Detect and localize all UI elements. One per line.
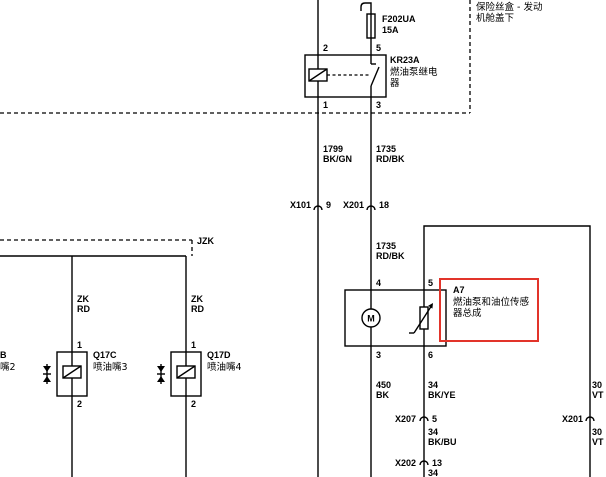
- injector-q17d-id: Q17D: [207, 350, 231, 360]
- injector-q17c-id: Q17C: [93, 350, 117, 360]
- relay-name-line2: 器: [390, 78, 400, 89]
- q17d-arrow-up: [157, 376, 165, 382]
- a7-pin-motor-bottom: 3: [376, 350, 381, 360]
- injector-q17c-pin-bottom: 2: [77, 399, 82, 409]
- fuse-id: F202UA: [382, 14, 416, 24]
- wire-a7-pin6-a-color: BK/YE: [428, 390, 456, 400]
- connector-x207-id: X207: [395, 414, 416, 424]
- relay-output-wires: 1799 BK/GN 1735 RD/BK X101 9 X201 18 173…: [290, 97, 405, 477]
- motor-label: M: [367, 314, 375, 324]
- module-a7: M 4 5 3 6 A7 燃油泵和油位传感 器总成: [344, 225, 591, 477]
- wire-relay-pin3-upper-circuit: 1735: [376, 144, 396, 154]
- q17c-arrow-up: [43, 376, 51, 382]
- highlight-box: [439, 278, 539, 342]
- solenoid-arrows-icon: [157, 364, 165, 384]
- fuse-box-area: 保险丝盒 - 发动 机舱盖下: [0, 0, 542, 114]
- relay-pin-coil-top: 2: [323, 43, 328, 53]
- injector-q17c-coil-diagonal: [62, 365, 82, 379]
- wire-a7-pin6-c-circuit: 34: [428, 468, 438, 477]
- connector-x101-id: X101: [290, 200, 311, 210]
- relay-id: KR23A: [390, 55, 420, 65]
- module-a7-lower-wires: 450 BK 34 BK/YE X207 5 34 BK/BU X202 13 …: [370, 346, 604, 477]
- wire-a7-pin6-b-circuit: 34: [428, 427, 438, 437]
- fuse-box-label-line2: 机舱盖下: [476, 12, 514, 24]
- module-a7-name-line1: 燃油泵和油位传感: [453, 296, 530, 308]
- wire-a7-pin6-b-color: BK/BU: [428, 437, 457, 447]
- partial-left-id: B: [0, 350, 7, 360]
- injector-coil-icon: [62, 365, 82, 379]
- relay-switch-icon: [370, 55, 380, 97]
- wire-a7-pin5-b-color: VT: [592, 437, 604, 447]
- injector-q17c-name: 喷油嘴3: [93, 361, 128, 373]
- fuse-terminal-icon: [360, 2, 372, 14]
- connector-x207-pin: 5: [432, 414, 437, 424]
- wire-a7-pin3-circuit: 450: [376, 380, 391, 390]
- connector-x207-icon: [419, 416, 429, 422]
- connector-x202-id: X202: [395, 458, 416, 468]
- injector-q17c-pin-top: 1: [77, 340, 82, 350]
- connector-x202-pin: 13: [432, 458, 442, 468]
- solenoid-arrows-icon: [43, 364, 51, 384]
- sensor-arrowhead: [428, 303, 433, 309]
- relay-coil-icon: [308, 68, 328, 82]
- module-a7-id: A7: [453, 285, 465, 295]
- fuse: F202UA 15A: [360, 2, 416, 55]
- module-a7-name-line2: 器总成: [453, 307, 482, 319]
- wire-q17c-color: RD: [77, 304, 90, 314]
- a7-pin-motor-top: 4: [376, 278, 381, 288]
- relay-body: [304, 54, 387, 98]
- wire-q17c-circuit: ZK: [77, 294, 89, 304]
- injector-q17d: ZK RD 1 2 Q17D 喷油嘴4: [157, 256, 242, 477]
- relay: 2 5 1 3 KR23A 燃油泵继电 器: [304, 0, 438, 110]
- connector-x201-upper-pin: 18: [379, 200, 389, 210]
- a7-pin-sensor-bottom: 6: [428, 350, 433, 360]
- injector-q17d-name: 喷油嘴4: [207, 361, 242, 373]
- partial-left-component: B 嘴2: [0, 350, 16, 373]
- sensor-wiper-arrow: [413, 304, 433, 334]
- fuse-rating: 15A: [382, 25, 399, 35]
- wire-a7-pin6-a-circuit: 34: [428, 380, 438, 390]
- splice-jzk: JZK: [0, 236, 215, 257]
- relay-name-line1: 燃油泵继电: [390, 66, 438, 78]
- wire-relay-pin3-upper-color: RD/BK: [376, 154, 405, 164]
- connector-x101-pin: 9: [326, 200, 331, 210]
- connector-x201-right-id: X201: [562, 414, 583, 424]
- relay-pin-switch-top: 5: [376, 43, 381, 53]
- injector-q17d-coil-diagonal: [176, 365, 196, 379]
- partial-left-name: 嘴2: [0, 362, 16, 373]
- injector-q17c: ZK RD 1 2 Q17C 喷油嘴3: [43, 256, 128, 477]
- relay-pin-coil-bottom: 1: [323, 100, 328, 110]
- wire-relay-pin1-color: BK/GN: [323, 154, 352, 164]
- relay-coil-diagonal: [308, 68, 328, 82]
- wire-relay-pin1-circuit: 1799: [323, 144, 343, 154]
- connector-x201-right-icon: [585, 416, 595, 422]
- connector-x202-icon: [419, 460, 429, 466]
- wire-q17d-circuit: ZK: [191, 294, 203, 304]
- wire-relay-pin3-lower-circuit: 1735: [376, 241, 396, 251]
- wire-q17d-color: RD: [191, 304, 204, 314]
- wire-a7-pin5-b-circuit: 30: [592, 427, 602, 437]
- fuel-pump-motor-icon: M: [361, 308, 381, 328]
- a7-pin-sensor-top: 5: [428, 278, 433, 288]
- wire-a7-pin5-a-color: VT: [592, 390, 604, 400]
- relay-pin-switch-bottom: 3: [376, 100, 381, 110]
- wire-relay-pin3-lower-color: RD/BK: [376, 251, 405, 261]
- fuel-level-sensor-icon: [409, 303, 433, 334]
- connector-x201-upper-icon: [366, 205, 376, 211]
- wire-a7-pin3-color: BK: [376, 390, 389, 400]
- connector-x201-upper-id: X201: [343, 200, 364, 210]
- injector-q17d-pin-top: 1: [191, 340, 196, 350]
- injector-coil-icon: [176, 365, 196, 379]
- q17c-arrow-down: [43, 366, 51, 372]
- splice-id: JZK: [197, 236, 215, 246]
- relay-switch-blade: [370, 66, 380, 87]
- wire-a7-pin5: [423, 225, 591, 477]
- connector-x101-icon: [313, 205, 323, 211]
- fuse-box-label-line1: 保险丝盒 - 发动: [476, 1, 542, 13]
- q17d-arrow-down: [157, 366, 165, 372]
- injector-q17d-pin-bottom: 2: [191, 399, 196, 409]
- module-a7-body: [344, 289, 447, 347]
- wire-a7-pin5-a-circuit: 30: [592, 380, 602, 390]
